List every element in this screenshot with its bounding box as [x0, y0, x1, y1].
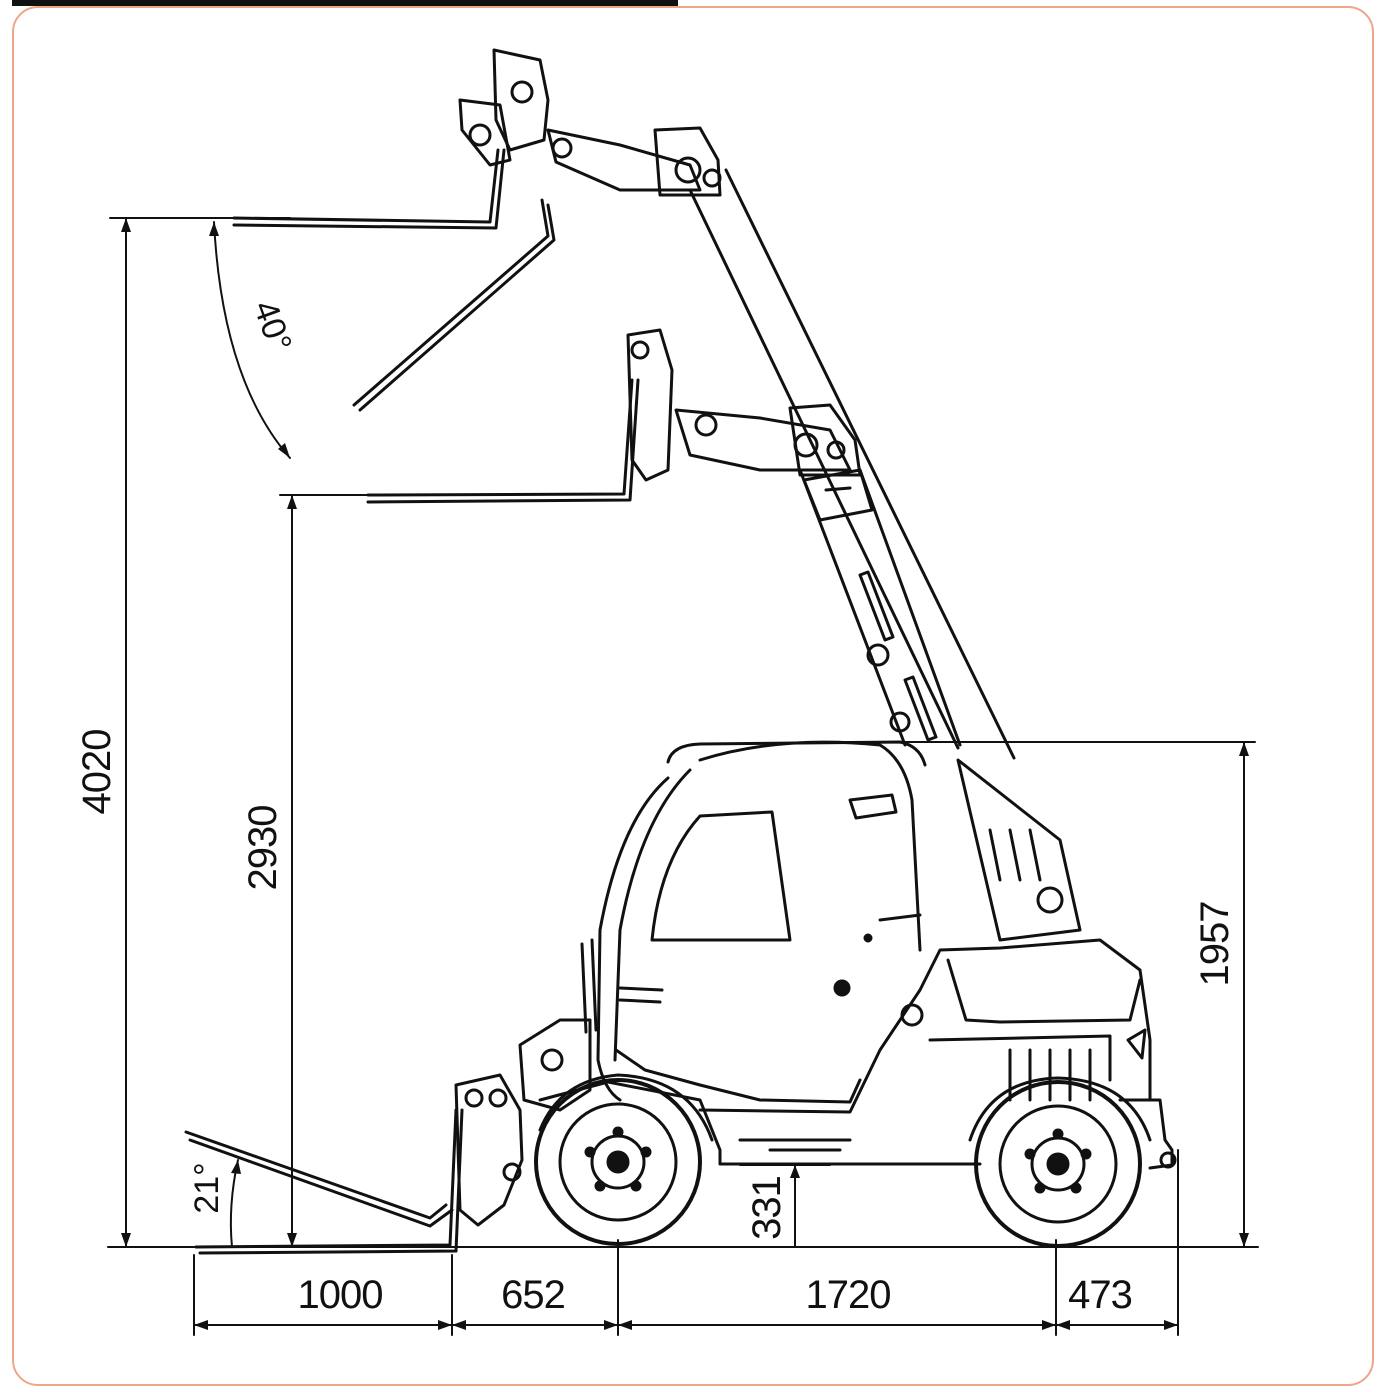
label-1957: 1957	[1193, 902, 1237, 987]
rear-wheel	[968, 1076, 1152, 1248]
carriage-ground	[454, 1018, 592, 1227]
fork-ground-level	[184, 1108, 464, 1255]
label-2930: 2930	[241, 806, 285, 891]
fork-top-level	[232, 148, 556, 412]
carriage-mid	[626, 328, 862, 482]
top-dark-bar	[12, 0, 678, 6]
label-1000: 1000	[298, 1273, 383, 1317]
telescopic-boom	[688, 168, 1082, 942]
fork-mid-level	[366, 378, 640, 504]
label-652: 652	[501, 1273, 565, 1317]
label-angle-21: 21°	[188, 1162, 226, 1213]
cab	[580, 740, 927, 1104]
front-wheel	[534, 1073, 714, 1246]
label-angle-40: 40°	[246, 296, 299, 357]
label-4020: 4020	[75, 730, 119, 815]
label-473: 473	[1068, 1273, 1132, 1317]
label-1720: 1720	[806, 1273, 891, 1317]
arc-40	[213, 221, 291, 459]
chassis	[538, 913, 1177, 1170]
carriage-top	[458, 48, 722, 197]
dimension-labels: 4020 2930 1957 331 1000 652 1720 473 40°…	[75, 296, 1237, 1317]
label-331: 331	[745, 1176, 789, 1240]
